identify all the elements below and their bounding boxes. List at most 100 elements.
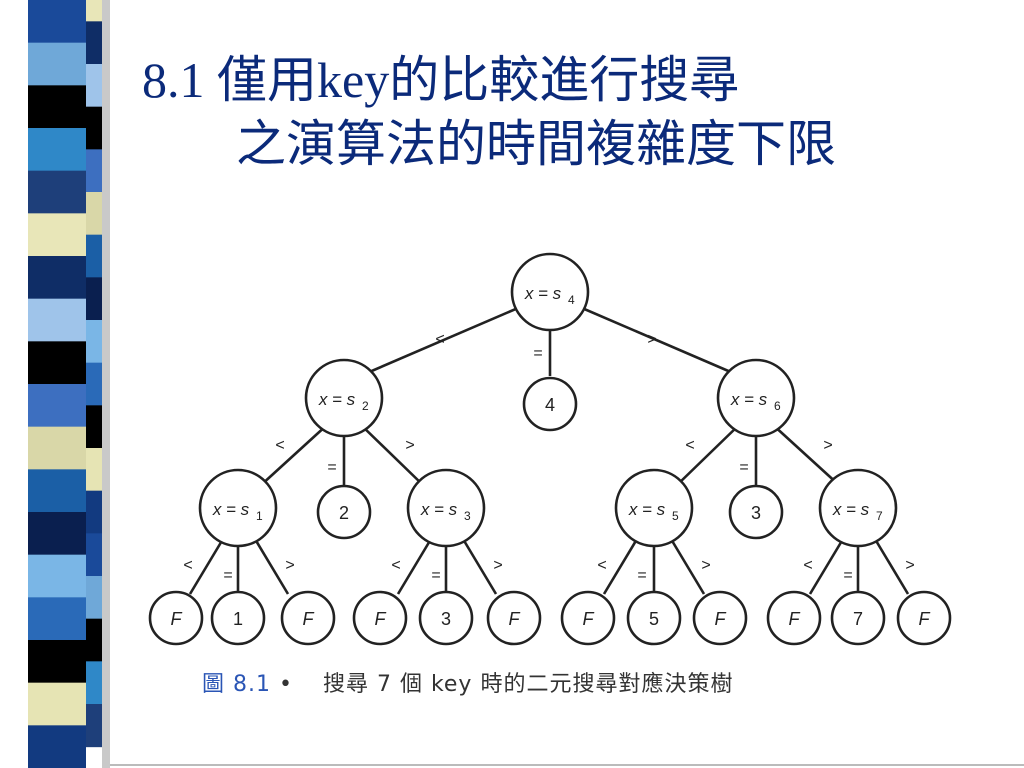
stripe-band-narrow bbox=[86, 405, 102, 449]
node-label-subscript: 5 bbox=[672, 509, 679, 523]
caption-text: 搜尋 7 個 key 時的二元搜尋對應決策樹 bbox=[322, 672, 734, 697]
node-label: x = s bbox=[628, 500, 666, 519]
decorative-stripe-bar bbox=[28, 0, 110, 768]
stripe-band bbox=[28, 85, 86, 129]
title-line-2: 之演算法的時間複雜度下限 bbox=[236, 116, 836, 172]
stripe-band bbox=[28, 0, 86, 44]
tree-leaf: F bbox=[352, 590, 408, 646]
edge-s5-right bbox=[666, 533, 706, 595]
stripe-band bbox=[28, 725, 86, 768]
edge-label-greater: > bbox=[285, 557, 294, 574]
leaf-label: F bbox=[303, 609, 315, 629]
edge-label-less: < bbox=[803, 557, 812, 574]
edge-label-greater: > bbox=[405, 437, 414, 454]
leaf-label: F bbox=[583, 609, 595, 629]
decision-tree-diagram: < = > < = > < = > < = > < = > < = > < = … bbox=[148, 252, 952, 646]
tree-leaf: 7 bbox=[830, 590, 886, 646]
tree-leaf: F bbox=[148, 590, 204, 646]
stripe-band bbox=[28, 426, 86, 470]
edge-root-right bbox=[567, 300, 741, 378]
leaf-label: 3 bbox=[441, 609, 451, 629]
tree-node-value: 3 bbox=[728, 484, 784, 540]
leaf-label: F bbox=[919, 609, 931, 629]
node-label: x = s bbox=[832, 500, 870, 519]
stripe-band-narrow bbox=[86, 320, 102, 364]
node-label-subscript: 2 bbox=[362, 399, 369, 413]
tree-node-value: 4 bbox=[522, 376, 578, 432]
stripe-band-narrow bbox=[86, 21, 102, 65]
stripe-band-narrow bbox=[86, 661, 102, 705]
leaf-label: 1 bbox=[233, 609, 243, 629]
stripe-band-narrow bbox=[86, 192, 102, 236]
node-label: x = s bbox=[730, 390, 768, 409]
figure-number: 圖 8.1 bbox=[202, 672, 271, 697]
stripe-band-narrow bbox=[86, 490, 102, 534]
edge-label-greater: > bbox=[493, 557, 502, 574]
stripe-band bbox=[28, 469, 86, 513]
tree-node-s2: x = s 2 bbox=[304, 358, 384, 438]
stripe-band bbox=[28, 42, 86, 86]
edge-label-equal: = bbox=[739, 459, 748, 476]
node-label: x = s bbox=[420, 500, 458, 519]
node-label: 2 bbox=[339, 503, 349, 523]
tree-leaf: F bbox=[560, 590, 616, 646]
stripe-band-narrow bbox=[86, 362, 102, 406]
stripe-band-narrow bbox=[86, 149, 102, 193]
slide-title: 8.1 僅用key的比較進行搜尋 之演算法的時間複雜度下限 bbox=[142, 48, 836, 176]
stripe-band-narrow bbox=[86, 618, 102, 662]
edge-s5-left bbox=[602, 533, 642, 595]
tree-node-root: x = s 4 bbox=[510, 252, 590, 332]
stripe-band bbox=[28, 213, 86, 257]
stripe-band-narrow bbox=[86, 704, 102, 748]
node-label-subscript: 1 bbox=[256, 509, 263, 523]
edge-label-less: < bbox=[597, 557, 606, 574]
leaf-label: F bbox=[789, 609, 801, 629]
stripe-band-narrow bbox=[86, 64, 102, 108]
edge-label-less: < bbox=[685, 437, 694, 454]
stripe-band bbox=[28, 554, 86, 598]
node-label-subscript: 6 bbox=[774, 399, 781, 413]
edge-root-left bbox=[359, 300, 533, 378]
edge-s1-right bbox=[250, 533, 290, 595]
tree-node-s1: x = s 1 bbox=[198, 468, 278, 548]
leaf-label: 5 bbox=[649, 609, 659, 629]
edge-s6-right bbox=[771, 423, 841, 487]
leaf-label: 7 bbox=[853, 609, 863, 629]
tree-node-s6: x = s 6 bbox=[716, 358, 796, 438]
stripe-band-narrow bbox=[86, 448, 102, 492]
node-label-subscript: 4 bbox=[568, 293, 575, 307]
node-label: x = s bbox=[318, 390, 356, 409]
edge-label-equal: = bbox=[431, 567, 440, 584]
tree-node-s3: x = s 3 bbox=[406, 468, 486, 548]
edge-label-greater: > bbox=[905, 557, 914, 574]
tree-leaf: 1 bbox=[210, 590, 266, 646]
tree-leaf: 5 bbox=[626, 590, 682, 646]
stripe-band-narrow bbox=[86, 576, 102, 620]
stripe-band-narrow bbox=[86, 0, 102, 22]
stripe-band bbox=[28, 128, 86, 172]
leaf-label: F bbox=[375, 609, 387, 629]
edge-label-greater: > bbox=[701, 557, 710, 574]
tree-leaf: F bbox=[766, 590, 822, 646]
tree-leaf: 3 bbox=[418, 590, 474, 646]
node-label-subscript: 3 bbox=[464, 509, 471, 523]
stripe-band-narrow bbox=[86, 277, 102, 321]
stripe-band bbox=[28, 384, 86, 428]
edge-s7-right bbox=[870, 533, 910, 595]
edge-s1-left bbox=[188, 533, 228, 595]
stripe-edge-shadow bbox=[102, 0, 110, 768]
stripe-band bbox=[28, 682, 86, 726]
edge-label-equal: = bbox=[533, 345, 542, 362]
stripe-band-narrow bbox=[86, 234, 102, 278]
stripe-band-narrow bbox=[86, 533, 102, 577]
leaf-label: F bbox=[715, 609, 727, 629]
stripe-band bbox=[28, 256, 86, 300]
tree-leaf: F bbox=[486, 590, 542, 646]
edge-label-equal: = bbox=[327, 459, 336, 476]
edge-label-greater: > bbox=[823, 437, 832, 454]
edge-label-equal: = bbox=[223, 567, 232, 584]
leaf-label: F bbox=[509, 609, 521, 629]
title-line-1: 8.1 僅用key的比較進行搜尋 bbox=[142, 52, 740, 108]
edge-label-equal: = bbox=[637, 567, 646, 584]
edge-label-less: < bbox=[391, 557, 400, 574]
